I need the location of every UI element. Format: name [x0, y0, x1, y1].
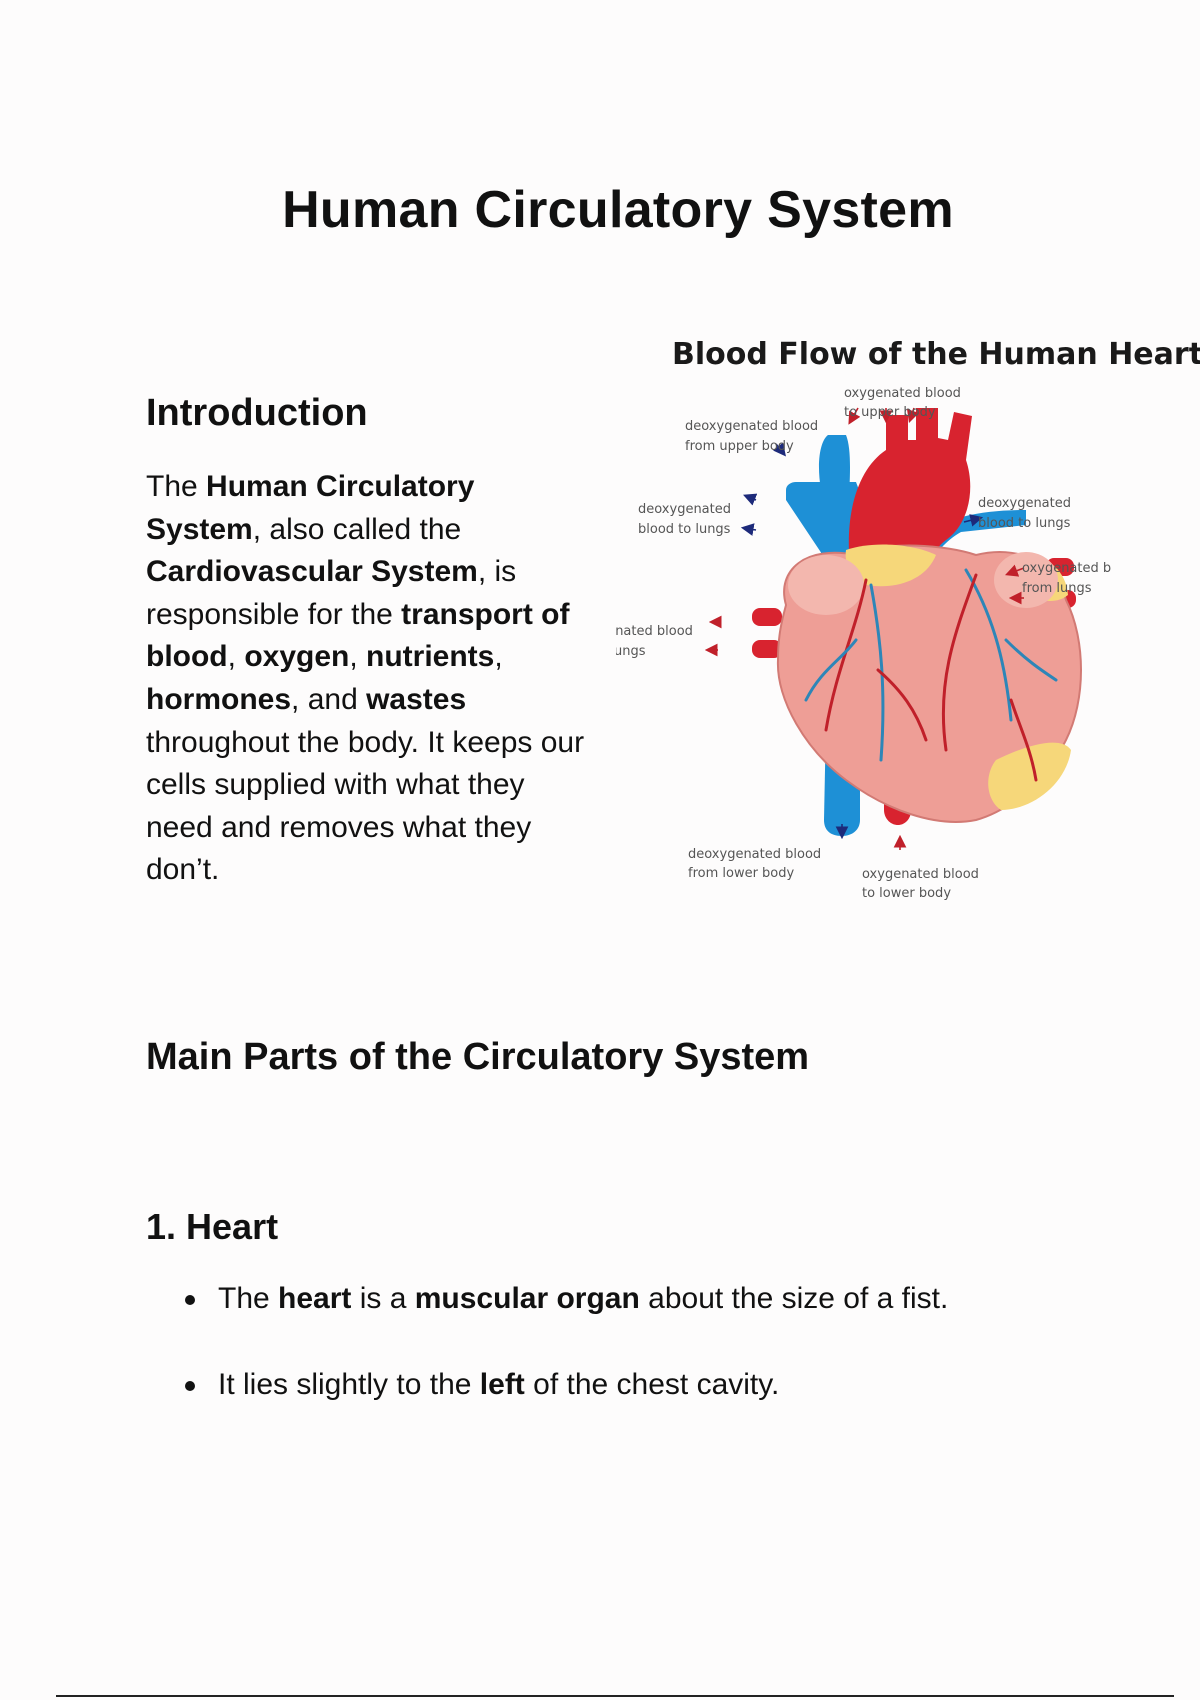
heart-subheading: 1. Heart [146, 1206, 279, 1247]
paragraph-text: , is responsible for the [146, 555, 517, 631]
coronary-vessels [804, 568, 1058, 782]
heart-diagram: Blood Flow of the Human Heart [616, 340, 1200, 920]
bullet-dot-icon [185, 1381, 195, 1391]
paragraph-text: throughout the body. It keeps our cells … [146, 725, 585, 887]
paragraph-text: , [494, 640, 503, 674]
pulmonary-vein-left-upper [752, 608, 782, 626]
bold-term: Cardiovascular System [146, 555, 478, 589]
page-bottom-rule [56, 1695, 1174, 1697]
bold-term: heart [278, 1282, 352, 1315]
heart-illustration: Blood Flow of the Human Heart [616, 340, 1200, 901]
bullet-text: The [218, 1282, 279, 1315]
label-deoxygenated-from-lower-body: deoxygenated blood from lower body [688, 847, 825, 881]
label-deoxygenated-to-lungs-right: deoxygenated blood to lungs [978, 496, 1075, 531]
right-atrium [788, 555, 864, 615]
page-title: Human Circulatory System [282, 181, 954, 239]
heart-bullet-item: The heart is a muscular organ about the … [146, 1276, 1126, 1362]
label-oxygenated-from-lungs-right: oxygenated b from lungs [1022, 561, 1115, 596]
bold-term: oxygen [244, 640, 350, 674]
main-parts-heading: Main Parts of the Circulatory System [146, 1036, 810, 1078]
paragraph-text: , and [291, 682, 367, 716]
label-deoxygenated-to-lungs-left: deoxygenated blood to lungs [638, 502, 735, 537]
diagram-title: Blood Flow of the Human Heart [672, 340, 1200, 372]
bold-term: left [479, 1368, 525, 1401]
pulmonary-vein-left-lower [752, 640, 782, 658]
bold-term: transport of blood [146, 597, 570, 674]
introduction-paragraph: The Human Circulatory System, also calle… [146, 466, 586, 892]
bullet-text: of the chest cavity. [524, 1368, 780, 1401]
label-oxygenated-to-upper-body: oxygenated blood to upper body [844, 386, 965, 420]
bold-term: nutrients [366, 640, 495, 674]
bold-term: Human Circulatory System [146, 470, 475, 546]
label-oxygenated-from-lungs-left: oxygenated blood from lungs [616, 624, 697, 659]
paragraph-text: , [349, 640, 367, 674]
bullet-text: It lies slightly to the [218, 1368, 480, 1401]
paragraph-text: , also called the [252, 512, 462, 546]
label-oxygenated-to-lower-body: oxygenated blood to lower body [862, 867, 983, 901]
bold-term: wastes [366, 682, 467, 716]
bullet-text: about the size of a fist. [639, 1282, 949, 1315]
paragraph-text: The [146, 470, 207, 503]
bold-term: hormones [146, 682, 292, 716]
bullet-text: is a [351, 1282, 415, 1315]
fat-deposit-bottom [988, 742, 1071, 810]
heart-bullet-list: The heart is a muscular organ about the … [146, 1276, 1126, 1448]
label-deoxygenated-from-upper-body: deoxygenated blood from upper body [685, 419, 822, 454]
bold-term: muscular organ [414, 1282, 640, 1315]
introduction-heading: Introduction [146, 392, 368, 434]
bullet-dot-icon [185, 1295, 195, 1305]
fat-deposit-top [845, 544, 936, 587]
paragraph-text: , [227, 640, 245, 674]
heart-bullet-item: It lies slightly to the left of the ches… [146, 1362, 1126, 1448]
